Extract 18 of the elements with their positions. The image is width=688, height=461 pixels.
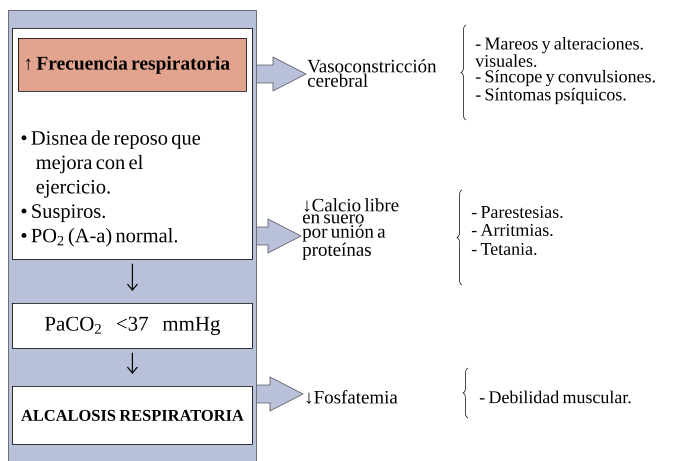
list-item: - Tetania. — [472, 242, 536, 256]
arrow — [126, 352, 138, 374]
bare-text: ↓Fosfatemia — [306, 390, 398, 404]
text-box: PaCO$_{2}$ <37 mmHg — [12, 303, 253, 349]
arrow — [126, 264, 138, 291]
bare-text: Vasoconstricción cerebral — [307, 59, 436, 87]
list-item: - Debilidad muscular. — [480, 390, 631, 404]
list-item: - Síncope y convulsiones. — [476, 70, 655, 86]
text-box: ALCALOSIS RESPIRATORIA — [12, 386, 253, 445]
block-arrow — [256, 56, 307, 92]
list-item: - Síntomas psíquicos. — [476, 88, 626, 104]
bare-text: ↓Calcio libre en suero por unión a proteínas — [302, 198, 398, 260]
block-arrow — [256, 218, 302, 254]
heading-box: ↑ Frecuencia respiratoria — [18, 38, 247, 92]
list-item: - Mareos y alteraciones. visuales. — [475, 36, 643, 67]
list-item: - Parestesias. — [472, 206, 562, 218]
block-arrow — [256, 376, 304, 412]
list-item: - Arritmias. — [472, 224, 553, 236]
